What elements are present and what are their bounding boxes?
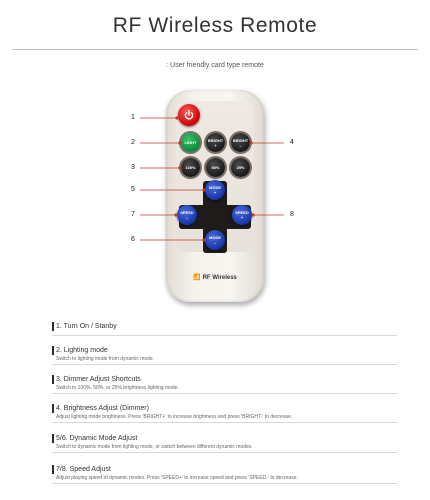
title-divider xyxy=(12,49,418,50)
dim-50-label: 50% xyxy=(211,165,220,170)
callout-number-4: 4 xyxy=(290,139,294,146)
light-button-label: LIGHT xyxy=(184,140,197,145)
feature-item: 3. Dimmer Adjust Shortcuts Switch to 100… xyxy=(52,375,397,394)
speed-plus-button[interactable]: SPEED + xyxy=(232,205,252,225)
bright-plus-button[interactable]: BRIGHT + xyxy=(206,133,225,152)
feature-item: 7/8. Speed Adjust Adjust playing speed o… xyxy=(52,465,397,484)
dim-25-button[interactable]: 25% xyxy=(231,158,250,177)
mode-minus-sign: – xyxy=(213,240,217,245)
feature-description: Adjust lighting mode brightness. Press '… xyxy=(56,414,293,420)
wifi-icon: 📶 xyxy=(193,275,201,281)
feature-title: 3. Dimmer Adjust Shortcuts xyxy=(52,375,392,384)
speed-minus-button[interactable]: SPEED – xyxy=(177,205,197,225)
feature-divider xyxy=(52,483,397,484)
feature-description: Switch to lighting mode from dynamic mod… xyxy=(56,356,155,362)
feature-divider xyxy=(52,393,397,394)
feature-item: 4. Brightness Adjust (Dimmer) Adjust lig… xyxy=(52,404,397,423)
feature-divider xyxy=(52,364,397,365)
page-subtitle: : User friendly card type remote xyxy=(166,62,264,69)
callout-number-2: 2 xyxy=(131,139,135,146)
feature-item: 2. Lighting mode Switch to lighting mode… xyxy=(52,346,397,365)
callout-number-5: 5 xyxy=(131,186,135,193)
power-button[interactable] xyxy=(178,104,200,126)
bright-plus-sign: + xyxy=(214,142,217,148)
dim-25-label: 25% xyxy=(236,165,245,170)
callout-number-7: 7 xyxy=(131,211,135,218)
mode-plus-label: MODE xyxy=(209,185,221,190)
bright-minus-sign: – xyxy=(239,142,242,148)
callout-number-8: 8 xyxy=(290,211,294,218)
feature-divider xyxy=(52,335,397,336)
bright-plus-label: BRIGHT xyxy=(207,137,224,143)
feature-divider xyxy=(52,452,397,453)
feature-description: Switch to dynamic mode from lighting mod… xyxy=(56,444,253,450)
bright-minus-button[interactable]: BRIGHT – xyxy=(231,133,250,152)
bright-minus-label: BRIGHT xyxy=(232,137,249,143)
feature-divider xyxy=(52,422,397,423)
mode-plus-button[interactable]: MODE + xyxy=(205,180,225,200)
power-icon xyxy=(184,109,194,120)
feature-title: 2. Lighting mode xyxy=(52,346,392,355)
speed-minus-sign: – xyxy=(185,215,189,220)
dim-100-label: 100% xyxy=(185,165,196,170)
brand-label: 📶RF Wireless xyxy=(166,274,264,281)
callout-number-1: 1 xyxy=(131,114,135,121)
mode-minus-label: MODE xyxy=(209,235,221,240)
mode-plus-sign: + xyxy=(213,190,217,195)
feature-description: Switch to 100%, 50%, or 25% brightness l… xyxy=(56,385,179,391)
speed-plus-label: SPEED xyxy=(235,210,249,215)
dim-50-button[interactable]: 50% xyxy=(206,158,225,177)
speed-plus-sign: + xyxy=(240,215,244,220)
mode-minus-button[interactable]: MODE – xyxy=(205,230,225,250)
feature-description: Adjust playing speed of dynamic modes. P… xyxy=(56,475,298,481)
feature-item: 5/6. Dynamic Mode Adjust Switch to dynam… xyxy=(52,434,397,453)
feature-item: 1. Turn On / Stanby xyxy=(52,322,397,336)
light-button[interactable]: LIGHT xyxy=(181,133,200,152)
callout-number-3: 3 xyxy=(131,164,135,171)
feature-title: 5/6. Dynamic Mode Adjust xyxy=(52,434,392,443)
speed-minus-label: SPEED xyxy=(180,210,194,215)
feature-title: 4. Brightness Adjust (Dimmer) xyxy=(52,404,392,413)
brand-text: RF Wireless xyxy=(202,275,237,281)
feature-title: 7/8. Speed Adjust xyxy=(52,465,392,474)
callout-number-6: 6 xyxy=(131,236,135,243)
page-title: RF Wireless Remote xyxy=(112,14,318,37)
dim-100-button[interactable]: 100% xyxy=(181,158,200,177)
feature-title: 1. Turn On / Stanby xyxy=(52,322,392,331)
